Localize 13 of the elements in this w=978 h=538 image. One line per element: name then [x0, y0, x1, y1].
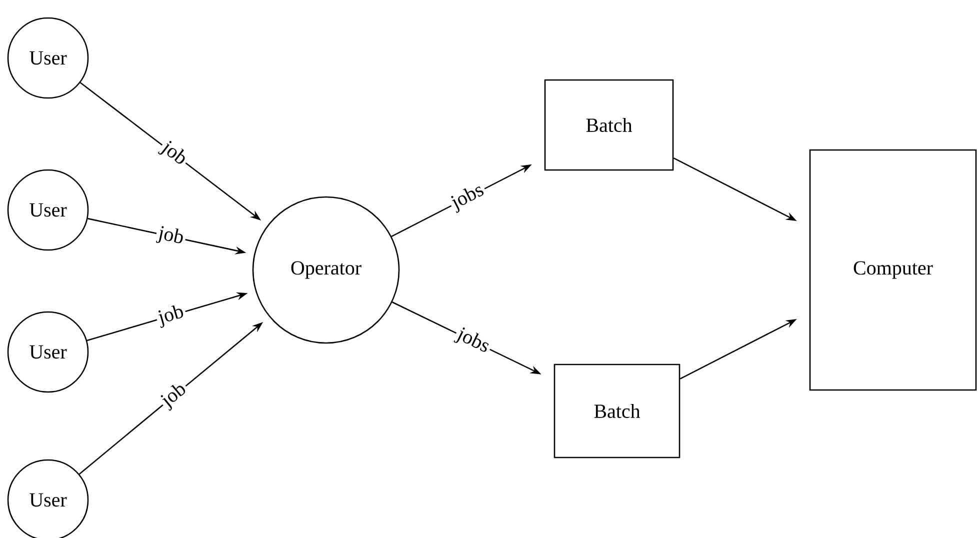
- circle-node: User: [7, 169, 89, 251]
- edge-label: job: [156, 378, 193, 414]
- process-box: Batch: [544, 79, 674, 171]
- circle-node: Operator: [252, 196, 400, 344]
- edge-label: job: [155, 136, 192, 172]
- circle-node: User: [7, 17, 89, 99]
- process-box: Batch: [554, 364, 680, 458]
- edge-label: jobs: [451, 323, 495, 360]
- circle-node: User: [7, 311, 89, 393]
- edge-label: job: [154, 300, 188, 330]
- process-box: Computer: [809, 149, 977, 391]
- edge-label: job: [154, 222, 188, 250]
- edge-label: jobs: [446, 178, 490, 216]
